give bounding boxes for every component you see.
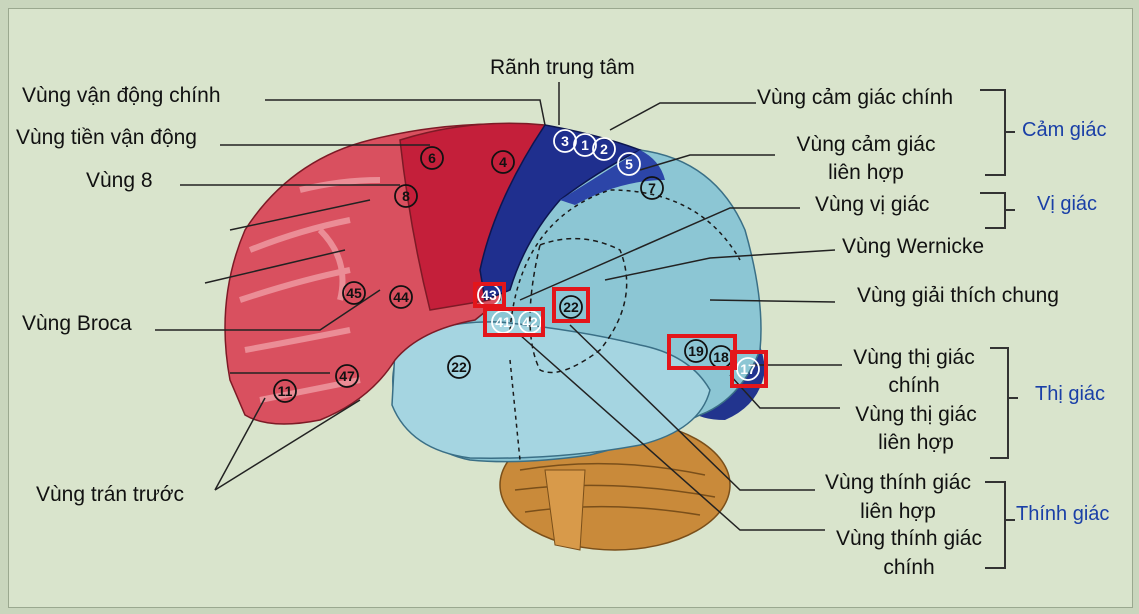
area-47-marker: 47	[335, 364, 359, 388]
area-18-label: 18	[713, 349, 729, 365]
category-hearing: Thính giác	[1016, 503, 1110, 525]
label-somatosensory-assoc-2: liên hợp	[828, 161, 904, 184]
highlight-17	[730, 350, 768, 388]
area-11-marker: 11	[273, 379, 297, 403]
label-primary-motor: Vùng vận động chính	[22, 84, 221, 107]
somatosensory-strip	[479, 124, 642, 302]
area-45-marker: 45	[342, 281, 366, 305]
area-2-label: 2	[600, 141, 608, 157]
label-primary-somatosensory: Vùng cảm giác chính	[757, 86, 954, 109]
highlight-22	[552, 287, 590, 323]
area-4-label: 4	[499, 154, 507, 170]
area-6-marker: 6	[420, 146, 444, 170]
area-22-label: 22	[451, 359, 467, 375]
label-primary-visual-1: Vùng thị giác	[853, 346, 975, 369]
label-gustatory: Vùng vị giác	[815, 193, 930, 216]
area-11-label: 11	[278, 383, 293, 399]
area-8-label: 8	[402, 188, 410, 204]
area-22-marker: 22	[447, 355, 471, 379]
label-primary-auditory-2: chính	[883, 556, 935, 579]
highlight-43	[473, 282, 506, 308]
area-8-marker: 8	[394, 184, 418, 208]
category-sensory: Cảm giác	[1022, 119, 1107, 141]
area-6-label: 6	[428, 150, 436, 166]
area-47-label: 47	[339, 368, 355, 384]
area-44-label: 44	[393, 289, 409, 305]
label-visual-assoc-1: Vùng thị giác	[855, 403, 977, 426]
area-17-label: 17	[740, 361, 756, 377]
area-19-label: 19	[688, 343, 704, 359]
label-central-sulcus: Rãnh trung tâm	[490, 56, 635, 79]
area-43-label: 43	[481, 287, 497, 303]
area-44-marker: 44	[389, 285, 413, 309]
category-taste: Vị giác	[1037, 193, 1098, 215]
label-auditory-assoc-2: liên hợp	[860, 500, 936, 523]
area-22-label: 22	[563, 299, 579, 315]
area-5-marker: 5	[617, 152, 641, 176]
label-auditory-assoc-1: Vùng thính giác	[825, 471, 971, 494]
label-visual-assoc-2: liên hợp	[878, 431, 954, 454]
label-general-interpretation: Vùng giải thích chung	[857, 284, 1059, 307]
area-7-label: 7	[648, 180, 656, 196]
area-3-label: 3	[561, 133, 569, 149]
label-premotor: Vùng tiền vận động	[16, 126, 197, 149]
label-primary-auditory-1: Vùng thính giác	[836, 527, 982, 550]
area-3-marker: 3	[553, 129, 577, 153]
area-5-label: 5	[625, 156, 633, 172]
area-1-marker: 1	[573, 133, 597, 157]
area-2-marker: 2	[592, 137, 616, 161]
area-7-marker: 7	[640, 176, 664, 200]
label-broca: Vùng Broca	[22, 312, 132, 335]
area-4-marker: 4	[491, 150, 515, 174]
area-19-marker: 19	[684, 339, 708, 363]
label-primary-visual-2: chính	[888, 374, 940, 397]
highlight-41-42	[483, 307, 545, 337]
temporal-lobe	[391, 321, 711, 459]
leader-lines	[155, 82, 842, 531]
area-42-label: 42	[522, 314, 538, 330]
label-area8: Vùng 8	[86, 169, 153, 192]
area-41-label: 41	[495, 314, 511, 330]
label-prefrontal: Vùng trán trước	[36, 483, 185, 506]
area-17-marker: 17	[736, 357, 760, 381]
category-brackets	[980, 89, 1018, 569]
area-1-label: 1	[581, 137, 589, 153]
highlight-19-18	[667, 334, 737, 370]
label-wernicke: Vùng Wernicke	[842, 235, 985, 258]
area-22-marker: 22	[559, 295, 583, 319]
label-somatosensory-assoc-1: Vùng cảm giác	[796, 133, 936, 156]
area-45-label: 45	[346, 285, 362, 301]
category-vision: Thị giác	[1035, 383, 1106, 405]
